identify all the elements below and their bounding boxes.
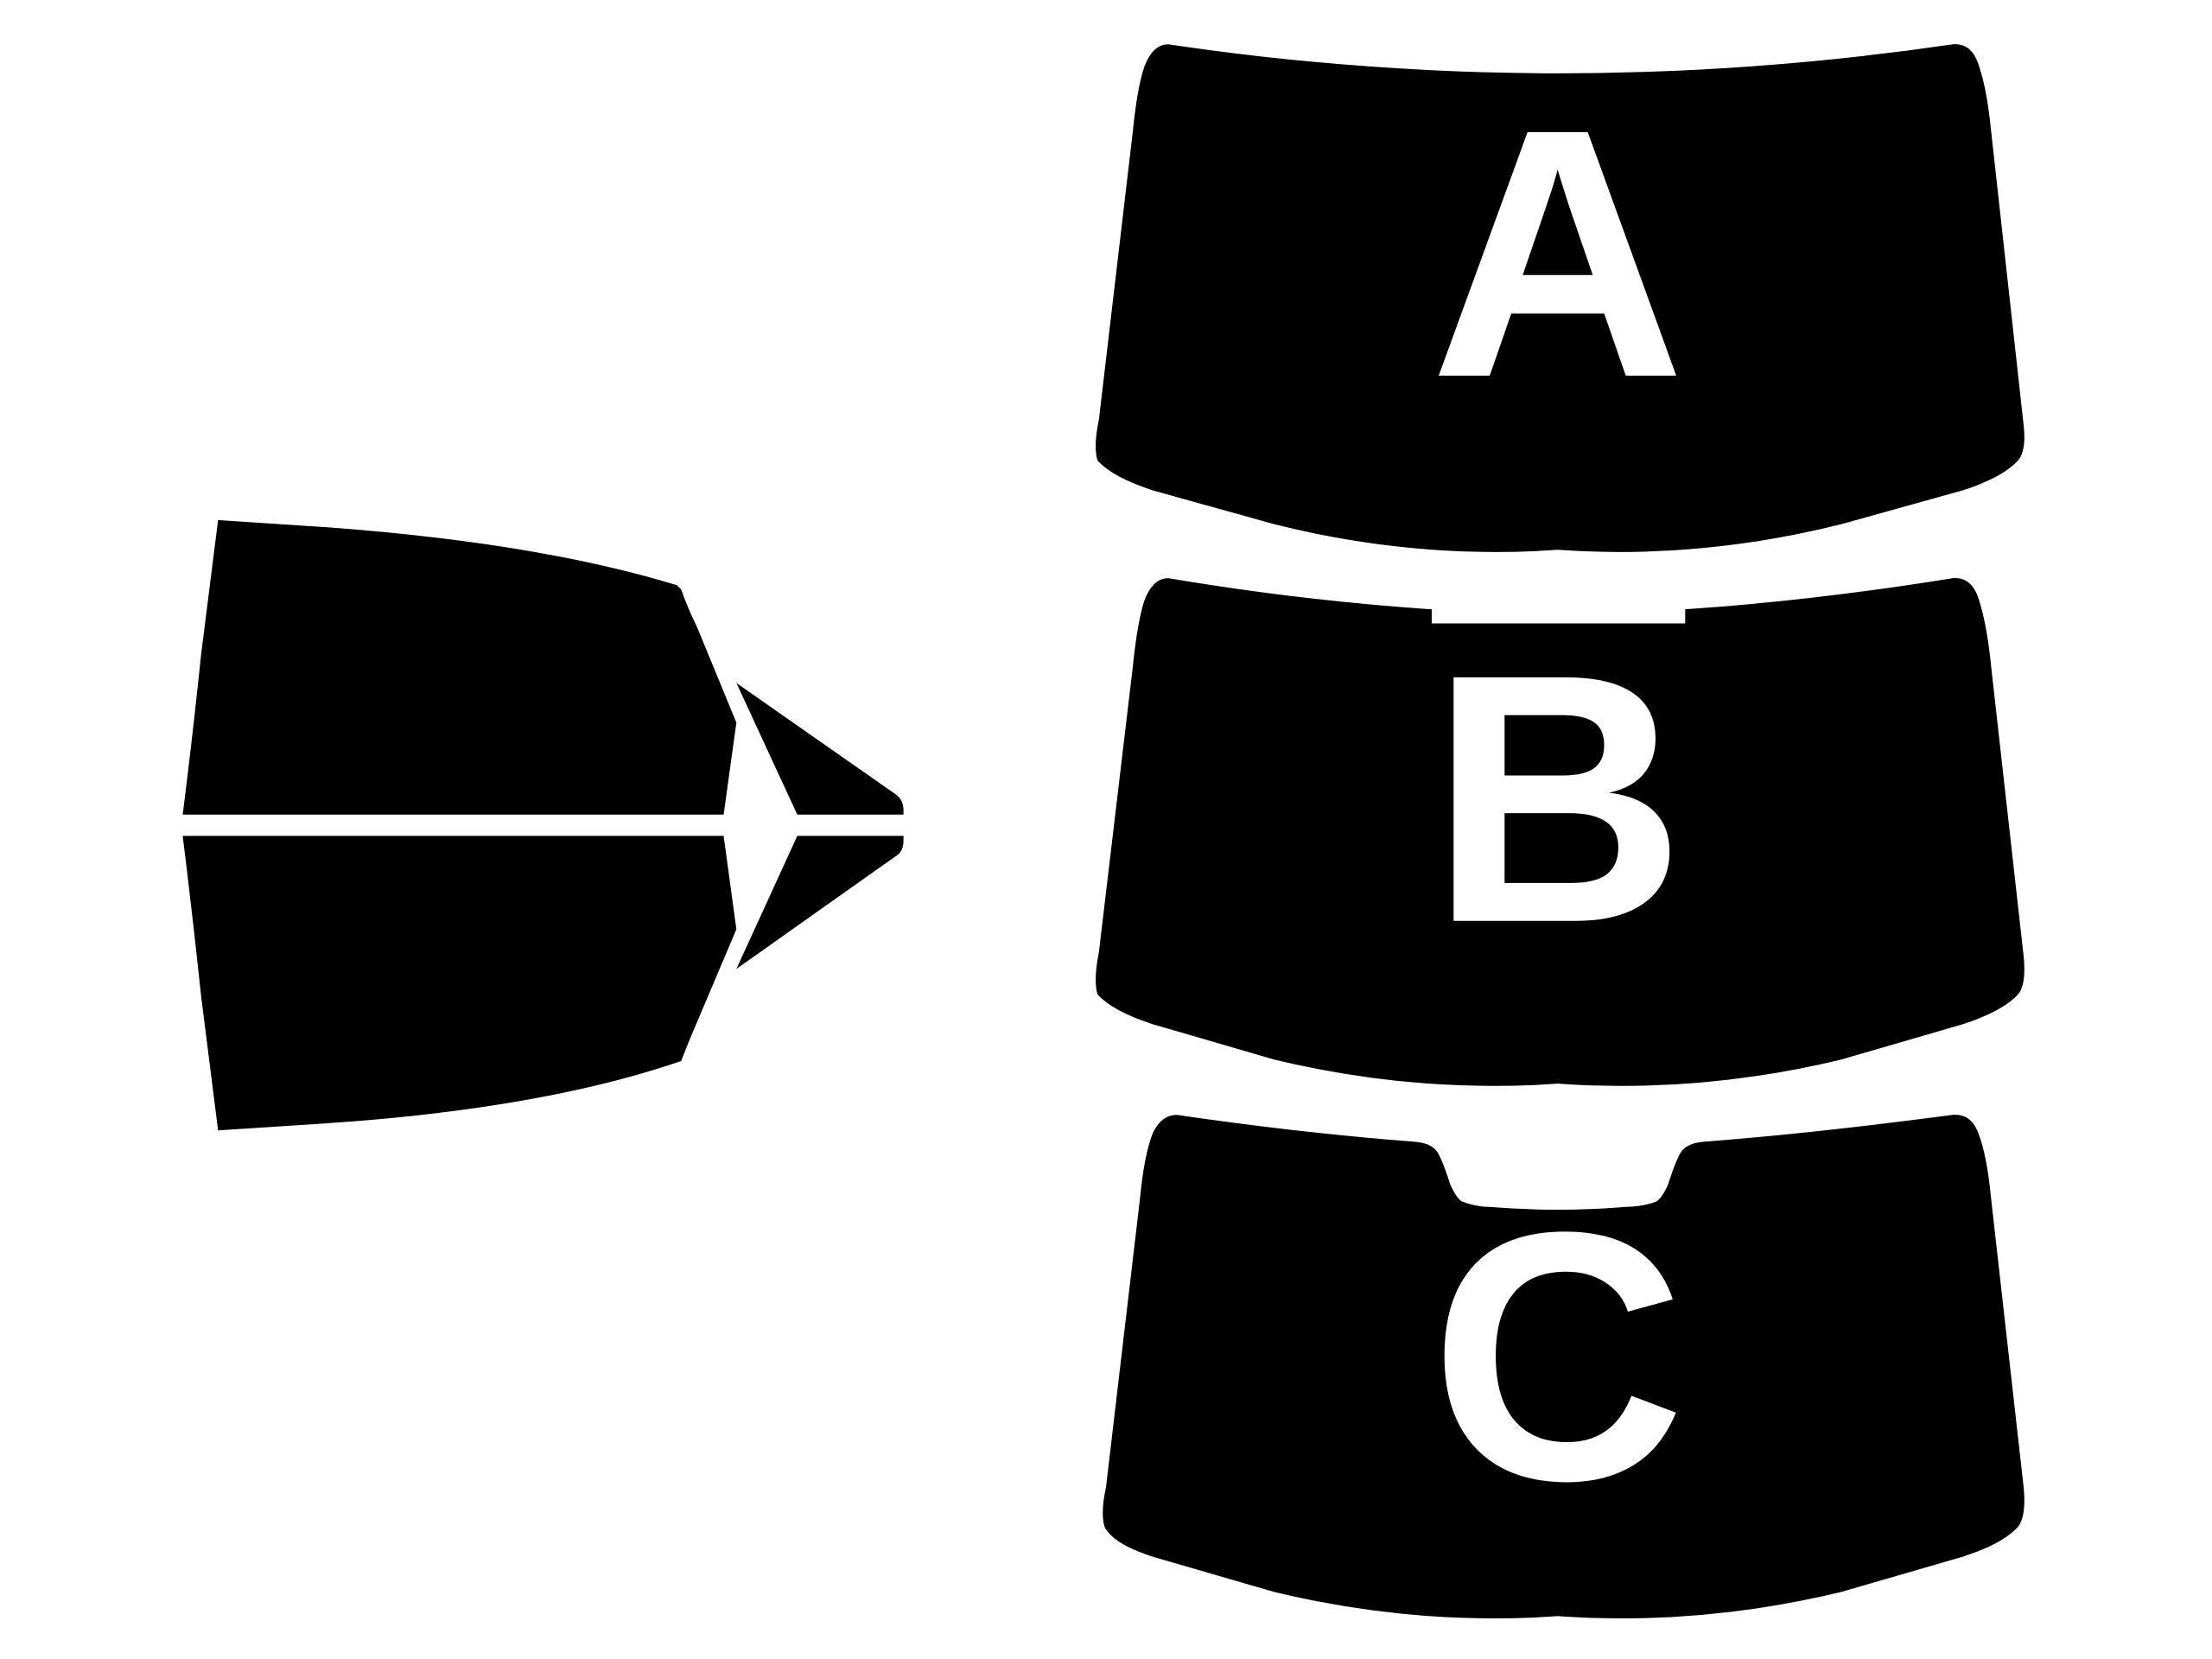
- option-b-letter: B: [1430, 601, 1686, 996]
- option-b: B: [1096, 577, 2024, 1086]
- side-window-lower-rear: [182, 836, 737, 1131]
- side-window-lower-quarter: [736, 836, 904, 969]
- option-c-letter: C: [1430, 1158, 1686, 1554]
- side-window-upper-rear: [182, 519, 737, 815]
- rear-window-option-a: [1096, 44, 2024, 552]
- option-a: A: [1096, 44, 2024, 552]
- side-windows-group: [182, 519, 904, 1131]
- rear-window-option-b: [1096, 577, 2024, 1086]
- option-a-letter: A: [1430, 55, 1686, 451]
- rear-window-option-c: [1103, 1115, 2024, 1619]
- side-window-upper-quarter: [736, 683, 904, 815]
- option-c: C: [1103, 1115, 2024, 1619]
